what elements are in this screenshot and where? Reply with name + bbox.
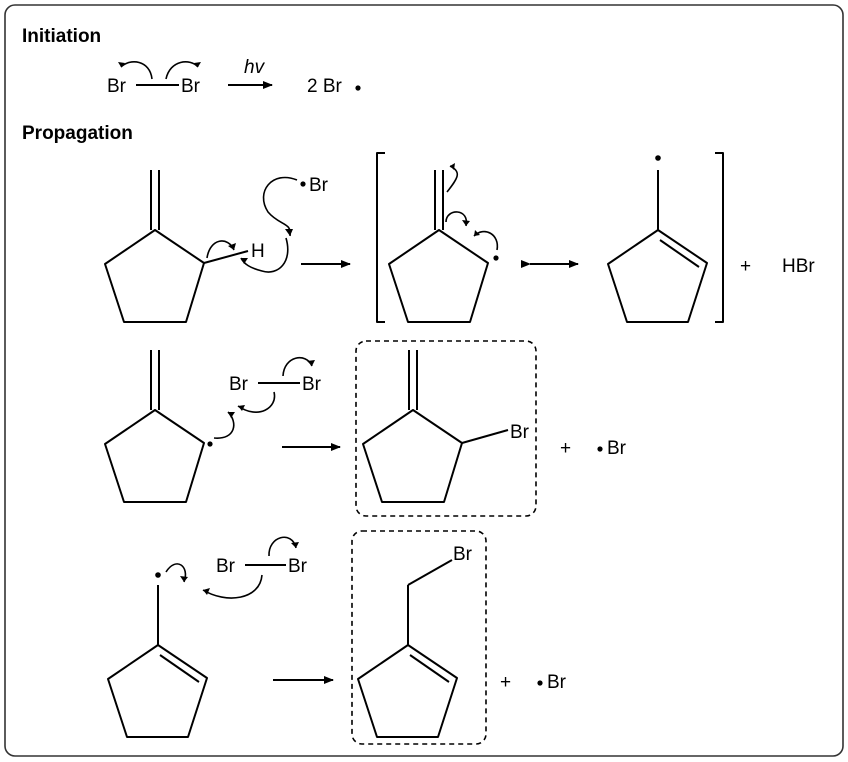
radical-dot: [493, 255, 499, 261]
propagation-row-1: H Br + HBr: [104, 152, 815, 323]
cyclopentene-ring: [107, 644, 208, 738]
outer-frame: [4, 4, 844, 757]
br-atom-left: Br: [229, 374, 249, 395]
fishhook-arrow-icon: [237, 391, 276, 413]
br-atom-right: Br: [302, 374, 322, 395]
fishhook-arrow-tip-icon: [474, 230, 480, 236]
plus-sign: +: [740, 256, 751, 277]
fishhook-arrow-icon: [262, 176, 298, 237]
radical-dot: [597, 446, 603, 452]
propagation-row-3: Br Br Br + Br: [107, 530, 567, 745]
c-br-bond: [461, 429, 509, 444]
c-h-bond: [203, 250, 249, 264]
hv-label: hv: [244, 57, 266, 78]
cyclopentane-ring: [362, 409, 463, 503]
hydrogen-atom: H: [251, 241, 265, 262]
br-atom-right: Br: [181, 76, 201, 97]
fishhook-arrow-tip-icon: [450, 163, 455, 170]
br-radical-label: Br: [547, 672, 567, 693]
fishhook-arrow-tip-icon: [180, 576, 188, 582]
br-atom-left: Br: [216, 556, 236, 577]
product-highlight-box: [355, 340, 537, 517]
radical-dot: [155, 572, 161, 578]
right-bracket: [715, 152, 724, 323]
bromine-atom: Br: [510, 422, 530, 443]
br-atom-left: Br: [107, 76, 127, 97]
radical-dot: [300, 181, 306, 187]
endocyclic-double-bond: [409, 654, 450, 683]
fishhook-arrow-tip-icon: [194, 62, 201, 67]
radical-dot: [537, 680, 543, 686]
plus-sign: +: [560, 438, 571, 459]
radical-dot: [207, 441, 213, 447]
endocyclic-double-bond: [159, 654, 200, 683]
propagation-row-2: Br Br Br + Br: [104, 340, 627, 517]
c-br-bond: [407, 559, 453, 586]
plus-sign: +: [500, 672, 511, 693]
two-br-radical-label: 2 Br: [307, 76, 343, 97]
fishhook-arrow-icon: [202, 574, 263, 599]
fishhook-arrow-icon: [445, 211, 468, 227]
br-radical-label: Br: [309, 175, 329, 196]
fishhook-arrow-tip-icon: [228, 412, 235, 418]
propagation-heading: Propagation: [22, 123, 133, 144]
initiation-heading: Initiation: [22, 26, 101, 47]
fishhook-arrow-tip-icon: [241, 258, 248, 264]
cyclopentene-ring: [607, 229, 708, 323]
left-bracket: [376, 152, 385, 323]
fishhook-arrow-tip-icon: [462, 220, 470, 226]
hbr-label: HBr: [782, 256, 815, 277]
fishhook-arrow-tip-icon: [203, 588, 210, 595]
radical-dot: [655, 155, 661, 161]
fishhook-arrow-tip-icon: [307, 360, 315, 366]
product-highlight-box: [351, 530, 487, 745]
initiation-step: Br Br hv 2 Br: [107, 57, 361, 97]
fishhook-arrow-tip-icon: [238, 405, 245, 411]
cyclopentane-ring: [388, 229, 489, 323]
br-atom-right: Br: [288, 556, 308, 577]
bromine-atom: Br: [453, 544, 473, 565]
fishhook-arrow-tip-icon: [291, 542, 299, 548]
fishhook-arrow-tip-icon: [118, 62, 125, 67]
fishhook-arrow-icon: [446, 165, 459, 193]
fishhook-arrow-icon: [165, 61, 199, 80]
fishhook-arrow-icon: [120, 61, 153, 80]
fishhook-arrow-tip-icon: [228, 243, 236, 250]
cyclopentane-ring: [104, 409, 205, 503]
cyclopentane-ring: [104, 229, 205, 323]
br-radical-label: Br: [607, 438, 627, 459]
fishhook-arrow-tip-icon: [285, 229, 293, 236]
cyclopentene-ring: [357, 644, 458, 738]
endocyclic-double-bond: [659, 239, 700, 268]
radical-dot: [355, 85, 361, 91]
fishhook-arrow-icon: [268, 536, 297, 557]
